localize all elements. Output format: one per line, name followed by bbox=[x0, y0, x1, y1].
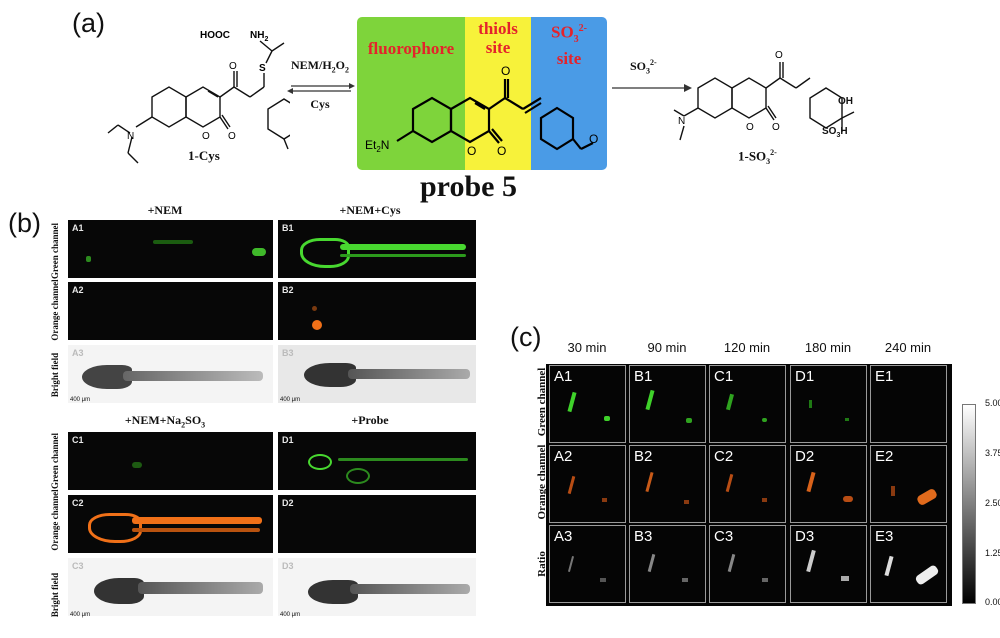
image-a2: A2 bbox=[68, 282, 273, 340]
scale-bar-b: 400 μm bbox=[280, 397, 301, 403]
svg-text:O: O bbox=[589, 132, 598, 146]
time-120: 120 min bbox=[723, 340, 771, 355]
svg-text:O: O bbox=[772, 122, 780, 133]
compound-1-so3-structure: O N O O bbox=[673, 50, 855, 141]
compound-1-cys-label: 1-Cys bbox=[188, 148, 220, 163]
panel-c-letter: (c) bbox=[510, 322, 542, 352]
svg-text:S: S bbox=[259, 63, 266, 74]
image-c2: C2 bbox=[68, 495, 273, 553]
time-240: 240 min bbox=[884, 340, 932, 355]
compound-1-cys-structure: HOOC NH2 S O N O O bbox=[107, 30, 290, 164]
c-image-d2: D2 bbox=[790, 445, 867, 523]
so3-site-label: SO32-site bbox=[550, 22, 588, 69]
svg-text:N: N bbox=[127, 131, 134, 142]
image-b3: B3 bbox=[278, 345, 476, 403]
reaction-arrow-icon bbox=[612, 84, 692, 92]
arrow-left-top-label: NEM/H2O2 bbox=[290, 58, 349, 75]
probe-5-label: probe 5 bbox=[420, 170, 517, 203]
b-row-label-bright-bottom: Bright field bbox=[50, 572, 60, 618]
colorbar-tick-125: 1.25 bbox=[985, 548, 1000, 558]
c-image-c2: C2 bbox=[709, 445, 786, 523]
svg-text:O: O bbox=[497, 144, 506, 158]
b-row-label-bright-top: Bright field bbox=[50, 352, 60, 398]
fluorophore-label: fluorophore bbox=[367, 39, 455, 58]
colorbar-tick-250: 2.50 bbox=[985, 498, 1000, 508]
c-image-a2: A2 bbox=[549, 445, 626, 523]
svg-text:O: O bbox=[229, 61, 237, 72]
image-a1: A1 bbox=[68, 220, 273, 278]
image-b1: B1 bbox=[278, 220, 476, 278]
colorbar bbox=[962, 404, 976, 604]
c-image-d1: D1 bbox=[790, 365, 867, 443]
scale-bar-d: 400 μm bbox=[280, 612, 301, 618]
c-image-a3: A3 bbox=[549, 525, 626, 603]
image-d3: D3 bbox=[278, 558, 476, 616]
svg-text:O: O bbox=[775, 50, 783, 61]
c-image-b1: B1 bbox=[629, 365, 706, 443]
oh-label: OH bbox=[838, 96, 853, 107]
scale-bar-c: 400 μm bbox=[70, 612, 91, 618]
svg-text:O: O bbox=[467, 144, 476, 158]
condition-probe: +Probe bbox=[351, 413, 389, 427]
panel-a-letter: (a) bbox=[72, 8, 105, 38]
time-30: 30 min bbox=[567, 340, 607, 355]
b-row-label-orange-bottom: Orange channel bbox=[50, 489, 60, 551]
image-c3: C3 bbox=[68, 558, 273, 616]
svg-text:O: O bbox=[228, 131, 236, 142]
colorbar-tick-375: 3.75 bbox=[985, 448, 1000, 458]
svg-text:Et2N: Et2N bbox=[365, 138, 389, 154]
c-image-b2: B2 bbox=[629, 445, 706, 523]
c-image-e2: E2 bbox=[870, 445, 947, 523]
image-b2: B2 bbox=[278, 282, 476, 340]
nh2-text: NH bbox=[250, 30, 264, 41]
c-image-e3: E3 bbox=[870, 525, 947, 603]
image-a3: A3 bbox=[68, 345, 273, 403]
compound-1-so3-label: 1-SO32- bbox=[738, 148, 777, 166]
panel-b-letter: (b) bbox=[8, 208, 41, 238]
image-d2: D2 bbox=[278, 495, 476, 553]
time-180: 180 min bbox=[804, 340, 852, 355]
probe-structure-box: fluorophore thiols site SO32-site O O O … bbox=[357, 17, 607, 170]
cooh-text: HOOC bbox=[200, 30, 230, 41]
probe-5-structure: O O O O Et2N bbox=[365, 64, 598, 158]
svg-text:O: O bbox=[202, 131, 210, 142]
condition-nem-cys: +NEM+Cys bbox=[339, 203, 401, 217]
so3h-label: SO3H bbox=[822, 126, 848, 139]
c-image-c3: C3 bbox=[709, 525, 786, 603]
scale-bar-a: 400 μm bbox=[70, 397, 91, 403]
svg-text:NH2: NH2 bbox=[250, 30, 268, 43]
arrow-left-bottom-label: Cys bbox=[310, 97, 330, 111]
time-90: 90 min bbox=[647, 340, 687, 355]
condition-nem: +NEM bbox=[147, 203, 183, 217]
c-image-a1: A1 bbox=[549, 365, 626, 443]
so3-site-band: SO32-site bbox=[531, 17, 607, 170]
thiols-site-band: thiols site bbox=[465, 17, 531, 170]
arrow-right-label: SO32- bbox=[630, 58, 657, 76]
thiols-site-label: thiols site bbox=[478, 19, 518, 57]
c-image-d3: D3 bbox=[790, 525, 867, 603]
c-image-c1: C1 bbox=[709, 365, 786, 443]
svg-text:O: O bbox=[501, 64, 510, 78]
colorbar-tick-0: 0.00 bbox=[985, 597, 1000, 607]
fluorophore-band: fluorophore bbox=[357, 17, 465, 170]
c-image-e1: E1 bbox=[870, 365, 947, 443]
condition-nem-na2so3: +NEM+Na2SO3 bbox=[124, 413, 206, 430]
colorbar-tick-5: 5.00 bbox=[985, 398, 1000, 408]
svg-text:O: O bbox=[746, 122, 754, 133]
svg-text:N: N bbox=[678, 116, 685, 127]
image-c1: C1 bbox=[68, 432, 273, 490]
reversible-arrow-icon bbox=[287, 83, 355, 94]
image-d1: D1 bbox=[278, 432, 476, 490]
c-image-b3: B3 bbox=[629, 525, 706, 603]
